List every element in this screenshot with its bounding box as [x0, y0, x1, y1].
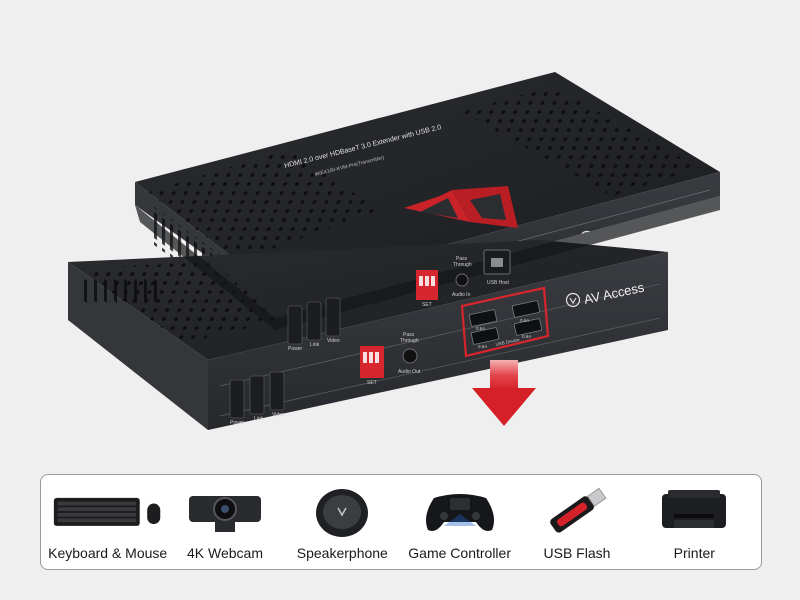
- transmitter-through-label: Through: [453, 262, 472, 268]
- transmitter-audio-port: Pass Through Audio In: [452, 256, 472, 298]
- device-label: Game Controller: [408, 545, 511, 561]
- av-access-logo-mark: [404, 186, 518, 228]
- device-label: Speakerphone: [296, 545, 388, 561]
- receiver-audio-label: Audio Out: [398, 369, 421, 375]
- device-keyboard-mouse: Keyboard & Mouse: [48, 483, 167, 561]
- compatible-devices-panel: Keyboard & Mouse 4K Webcam Speakerphone: [40, 474, 762, 570]
- transmitter-dip-label: SET: [422, 302, 432, 308]
- transmitter-pass-label: Pass: [456, 256, 468, 262]
- down-arrow-icon: [472, 360, 536, 426]
- receiver-pass-label: Pass: [403, 332, 415, 338]
- transmitter-audio-label: Audio In: [452, 292, 471, 298]
- usb-device-label: USB Device: [495, 337, 520, 347]
- device-label: 4K Webcam: [186, 545, 263, 561]
- keyboard-mouse-icon: [52, 483, 164, 539]
- receiver-dip-switch: SET: [360, 346, 384, 386]
- device-label: Printer: [673, 545, 715, 561]
- usb-port-rating-2: 0.6A: [520, 318, 529, 323]
- game-controller-icon: [404, 483, 516, 539]
- transmitter-led-video-label: Video: [327, 338, 340, 344]
- device-label: USB Flash: [543, 545, 611, 561]
- usb-port-rating-3: 0.6A: [478, 344, 487, 349]
- device-speakerphone: Speakerphone: [286, 483, 398, 561]
- device-label: Keyboard & Mouse: [48, 545, 168, 561]
- transmitter-led-group: Power Link Video: [287, 297, 341, 352]
- receiver-led-video-label: Video: [272, 412, 285, 418]
- receiver-left-side: [68, 262, 208, 430]
- receiver-led-group: Power Link Video: [229, 371, 285, 426]
- receiver-front-face: [208, 252, 668, 430]
- receiver-led-link-label: Link: [254, 416, 264, 422]
- device-printer: Printer: [638, 483, 750, 561]
- device-webcam: 4K Webcam: [169, 483, 281, 561]
- transmitter-front-panel: Power Link Video SET Pass Through Audio …: [287, 249, 511, 352]
- product-illustration: HDMI 2.0 over HDBaseT 3.0 Extender with …: [68, 72, 720, 430]
- usb-port-rating-1: 0.6A: [476, 326, 485, 331]
- receiver-through-label: Through: [400, 338, 419, 344]
- printer-icon: [638, 483, 750, 539]
- transmitter-led-link-label: Link: [310, 342, 320, 348]
- usb-flash-icon: [521, 483, 633, 539]
- receiver-unit: [68, 196, 720, 430]
- transmitter-vent-left: [148, 150, 380, 262]
- transmitter-usb-host-port: USB Host: [483, 249, 511, 286]
- receiver-dip-label: SET: [367, 380, 377, 386]
- device-game-controller: Game Controller: [404, 483, 516, 561]
- usb-port-rating-4: 0.6A: [522, 334, 531, 339]
- webcam-icon: [169, 483, 281, 539]
- transmitter-vent-right: [462, 86, 700, 196]
- usb-ports-highlight-frame: [460, 286, 550, 358]
- device-usb-flash: USB Flash: [521, 483, 633, 561]
- transmitter-led-power-label: Power: [288, 346, 303, 352]
- receiver-audio-port: Pass Through Audio Out: [398, 332, 421, 375]
- speakerphone-icon: [286, 483, 398, 539]
- transmitter-usb-host-label: USB Host: [487, 280, 510, 286]
- receiver-usb-device-ports: 0.6A 0.6A 0.6A 0.6A USB Device: [460, 286, 550, 358]
- receiver-led-power-label: Power: [230, 420, 245, 426]
- transmitter-dip-switch: SET: [416, 270, 438, 308]
